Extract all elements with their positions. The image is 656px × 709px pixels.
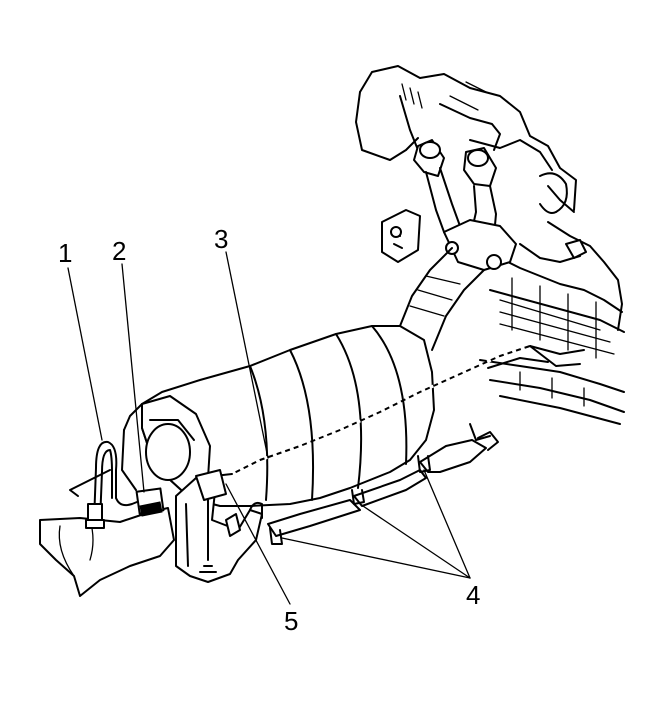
callout-5: 5 bbox=[284, 606, 299, 636]
leader-4b bbox=[359, 503, 471, 579]
inlet-pipe bbox=[399, 247, 485, 351]
electrical-connector bbox=[135, 487, 165, 517]
leader-lines bbox=[67, 251, 471, 605]
callout-1: 1 bbox=[58, 238, 73, 268]
callout-4: 4 bbox=[466, 580, 481, 610]
leader-3 bbox=[225, 251, 269, 459]
leader-1 bbox=[67, 267, 103, 441]
leader-5 bbox=[225, 483, 291, 605]
callout-2: 2 bbox=[112, 236, 127, 266]
leader-4c bbox=[423, 469, 471, 579]
engine-assembly bbox=[355, 65, 625, 425]
exhaust-pipe-left bbox=[39, 507, 175, 597]
catalytic-converter bbox=[121, 325, 435, 507]
mounting-bracket bbox=[175, 469, 263, 583]
retainer-clips bbox=[249, 423, 499, 545]
oxygen-sensor bbox=[69, 440, 143, 529]
callout-3: 3 bbox=[214, 224, 229, 254]
leader-2 bbox=[121, 263, 145, 493]
leader-4a bbox=[281, 537, 471, 579]
